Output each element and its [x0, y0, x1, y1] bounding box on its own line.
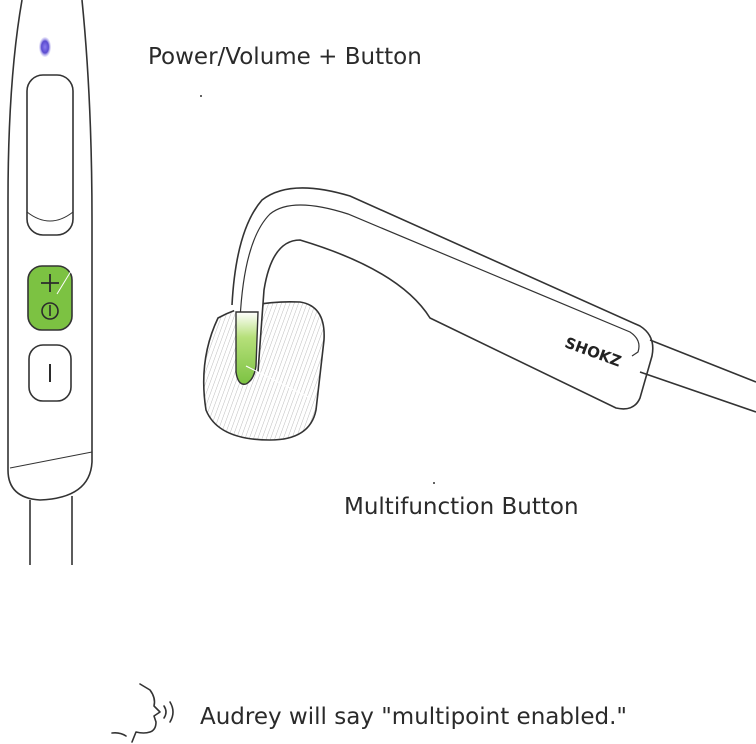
power-icon [41, 302, 59, 320]
earpiece-pad [202, 301, 325, 441]
headphone-illustration: SHOKZ [202, 187, 756, 441]
led-indicator [39, 37, 51, 57]
leader-dot-multi [433, 482, 435, 484]
speaking-head-icon [111, 683, 174, 743]
volume-minus-button [28, 344, 72, 402]
plus-icon [41, 274, 59, 292]
leader-dot-power [200, 95, 202, 97]
power-volume-button-label: Power/Volume + Button [148, 44, 422, 70]
multifunction-button-label: Multifunction Button [344, 494, 579, 520]
leader-line-multi [245, 365, 311, 399]
side-view-device [7, 0, 93, 565]
power-volume-plus-button [27, 265, 73, 331]
voice-prompt-text: Audrey will say "multipoint enabled." [200, 704, 628, 730]
leader-line-power [56, 239, 91, 295]
multifunction-button [235, 311, 259, 385]
